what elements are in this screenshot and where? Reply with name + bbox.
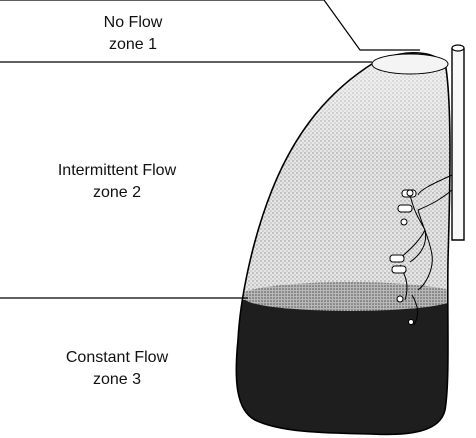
- zone-1-number: zone 1: [108, 36, 158, 53]
- zone-3-label: Constant Flow zone 3: [0, 347, 234, 391]
- lung-shape: [235, 52, 451, 436]
- zone-3-name: Constant Flow: [65, 349, 169, 366]
- zone-divider-lines: [0, 0, 420, 299]
- vessel-ends: [389, 189, 417, 325]
- trachea-tube: [451, 44, 465, 241]
- pulmonary-vessels: [399, 174, 453, 326]
- zone-3-number: zone 3: [92, 371, 142, 388]
- zone-1-name: No Flow: [103, 14, 163, 31]
- zone-2-name: Intermittent Flow: [57, 162, 177, 179]
- zone-2-number: zone 2: [92, 184, 142, 201]
- zone-2-label: Intermittent Flow zone 2: [0, 160, 234, 204]
- lung-apex: [371, 53, 449, 75]
- zone-1-label: No Flow zone 1: [18, 12, 248, 56]
